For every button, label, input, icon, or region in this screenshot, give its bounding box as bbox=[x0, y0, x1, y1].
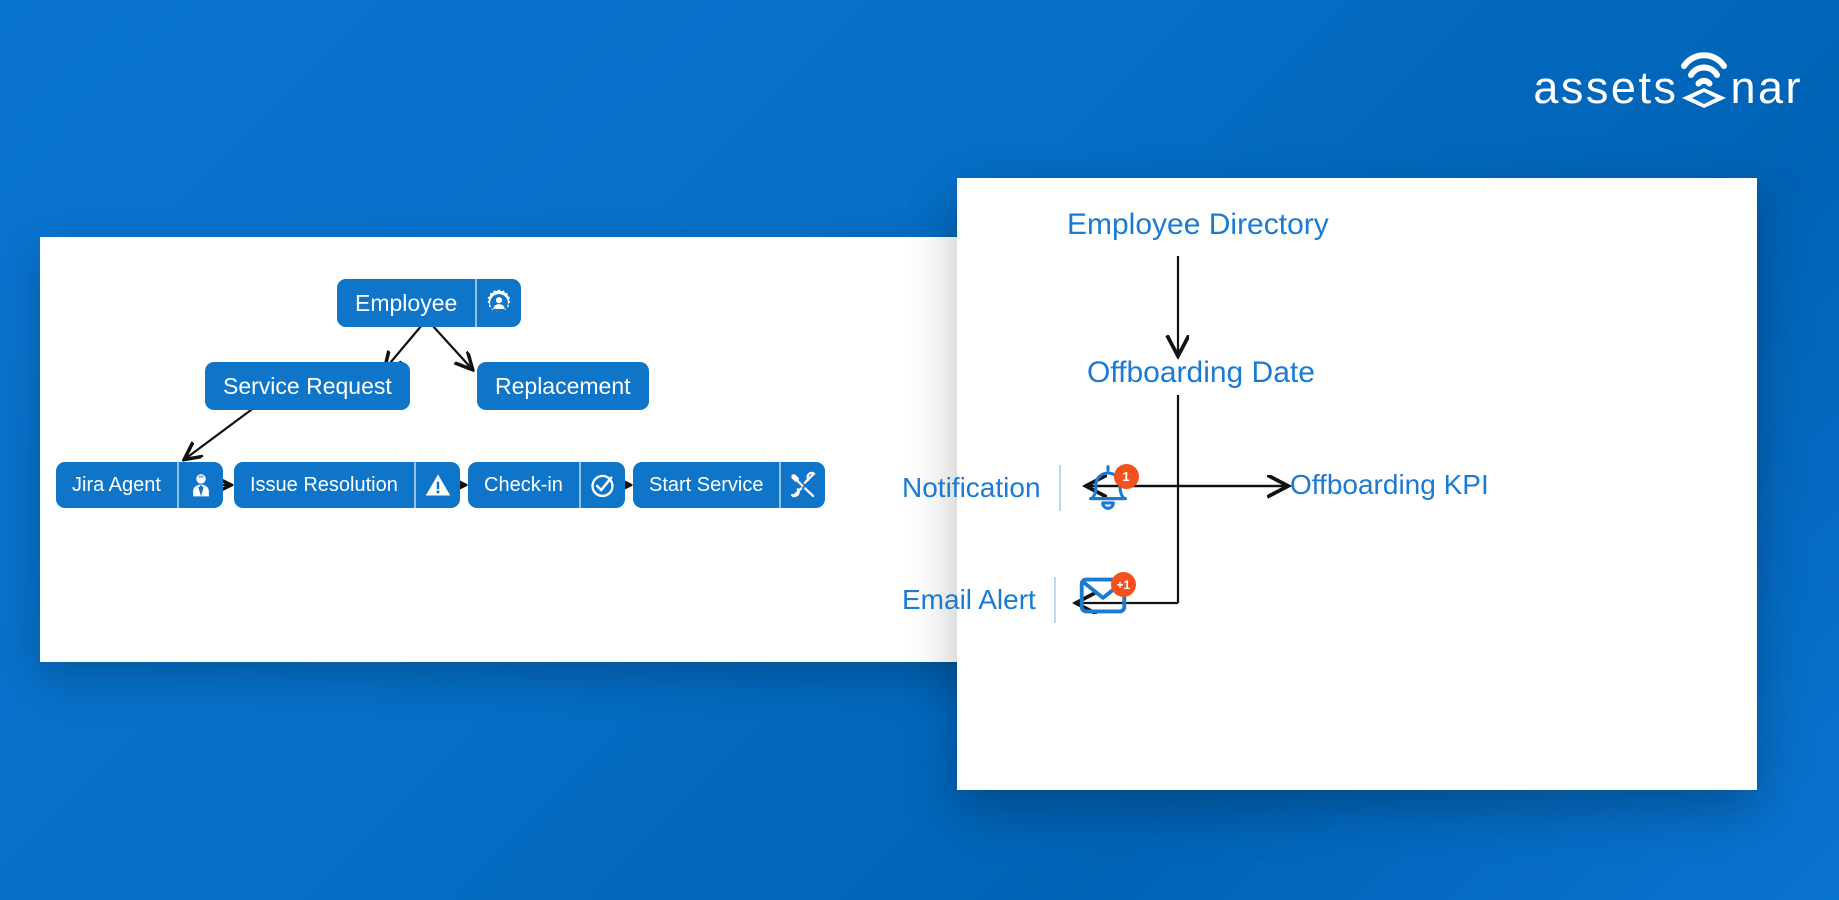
wrench-screwdriver-icon bbox=[779, 462, 825, 508]
node-service-request[interactable]: Service Request bbox=[205, 362, 410, 410]
node-replacement[interactable]: Replacement bbox=[477, 362, 649, 410]
logo-text-nar: nar bbox=[1730, 62, 1803, 113]
warning-triangle-icon bbox=[413, 462, 460, 508]
bell-icon: 1 bbox=[1079, 458, 1141, 518]
left-card-arrows bbox=[40, 324, 1020, 662]
envelope-icon: +1 bbox=[1074, 570, 1136, 630]
sonar-wave-cube-icon bbox=[1676, 46, 1732, 110]
business-person-icon bbox=[176, 462, 223, 508]
node-offboarding-date[interactable]: Offboarding Date bbox=[1087, 356, 1315, 389]
node-start-service-label: Start Service bbox=[649, 474, 764, 496]
divider bbox=[1058, 465, 1061, 511]
channel-notification[interactable]: Notification 1 bbox=[902, 458, 1141, 518]
node-issue-resolution-label: Issue Resolution bbox=[250, 474, 398, 496]
divider bbox=[1053, 577, 1056, 623]
node-employee-label: Employee bbox=[355, 289, 458, 316]
logo-text-assets: assets bbox=[1533, 62, 1679, 113]
notification-badge: 1 bbox=[1113, 464, 1139, 489]
node-start-service[interactable]: Start Service bbox=[633, 462, 826, 508]
channel-notification-label: Notification bbox=[902, 472, 1041, 503]
left-flow-card: Employee Service Request Replacement bbox=[40, 237, 1020, 662]
channel-email-alert-label: Email Alert bbox=[902, 584, 1036, 615]
node-check-in-label: Check-in bbox=[484, 474, 563, 496]
node-employee-directory[interactable]: Employee Directory bbox=[1067, 208, 1329, 241]
node-jira-agent-label: Jira Agent bbox=[72, 474, 161, 496]
check-circle-icon bbox=[578, 462, 625, 508]
right-flow-card: Employee Directory Offboarding Date Offb… bbox=[902, 178, 1757, 790]
node-replacement-label: Replacement bbox=[495, 372, 631, 399]
user-gear-icon bbox=[475, 279, 521, 327]
node-offboarding-kpi[interactable]: Offboarding KPI bbox=[1290, 469, 1489, 500]
email-badge: +1 bbox=[1110, 572, 1136, 597]
node-issue-resolution[interactable]: Issue Resolution bbox=[234, 462, 460, 508]
node-service-request-label: Service Request bbox=[223, 372, 392, 399]
node-check-in[interactable]: Check-in bbox=[468, 462, 625, 508]
node-jira-agent[interactable]: Jira Agent bbox=[56, 462, 223, 508]
node-employee[interactable]: Employee bbox=[337, 279, 522, 327]
channel-email-alert[interactable]: Email Alert +1 bbox=[902, 570, 1136, 630]
assetsonar-logo: assets nar bbox=[1533, 42, 1803, 110]
